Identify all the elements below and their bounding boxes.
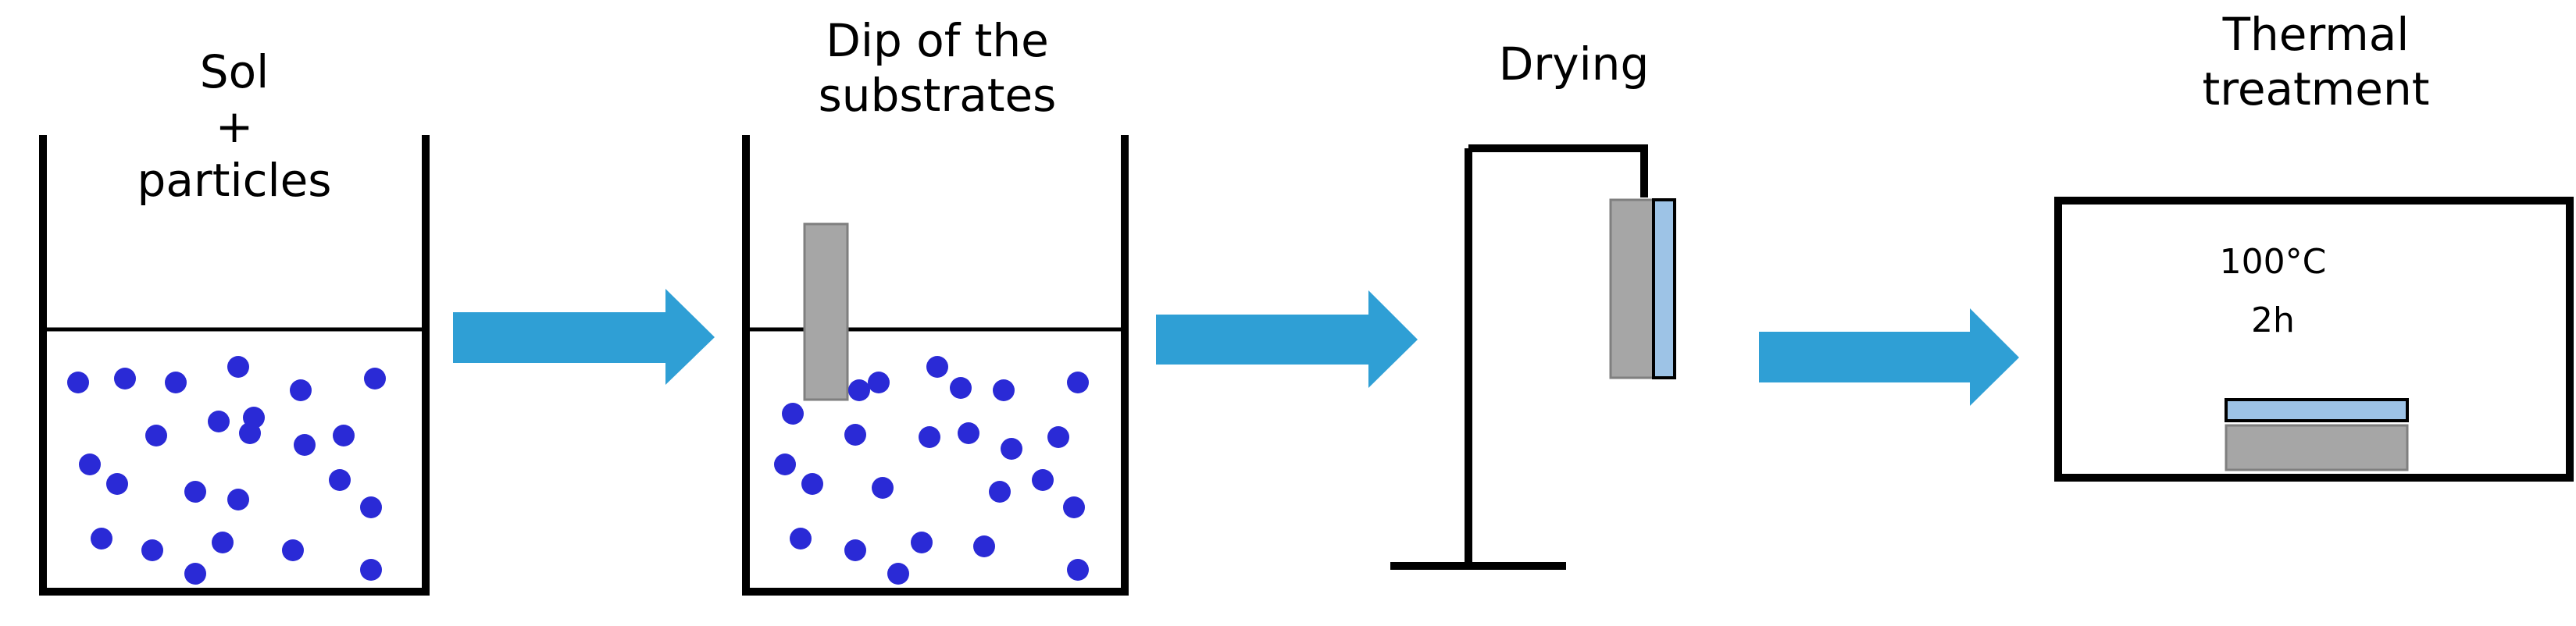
process-arrow-2 <box>1156 290 1418 388</box>
particle <box>67 372 89 393</box>
label-line: treatment <box>2202 62 2430 116</box>
particle <box>364 368 386 389</box>
particle <box>989 481 1011 503</box>
process-arrow-1 <box>453 289 715 385</box>
coating-oven <box>2225 398 2409 422</box>
particle <box>79 453 101 475</box>
step-label-drying: Drying <box>1437 37 1711 92</box>
particle <box>774 453 796 475</box>
particle <box>950 377 972 399</box>
particle <box>227 489 249 510</box>
label-line: particles <box>137 154 332 208</box>
particle <box>165 372 187 393</box>
particle <box>208 411 230 432</box>
particle <box>973 535 995 557</box>
particle <box>227 356 249 378</box>
process-arrow-3 <box>1759 308 2019 406</box>
step-label-sol: Sol + particles <box>78 45 391 208</box>
substrate-drying <box>1609 198 1655 379</box>
step-label-thermal: Thermal treatment <box>2101 8 2531 116</box>
particle <box>872 477 894 499</box>
beaker-sol <box>39 135 430 596</box>
particle <box>360 496 382 518</box>
particle <box>1047 426 1069 448</box>
particle <box>114 368 136 389</box>
label-line: substrates <box>818 68 1057 122</box>
particle <box>926 356 948 378</box>
substrate-dipping <box>803 222 849 401</box>
particle <box>844 539 866 561</box>
particle <box>91 528 112 550</box>
oven-duration: 2h <box>2251 301 2295 340</box>
particle <box>360 559 382 581</box>
particle <box>790 528 812 550</box>
particle <box>141 539 163 561</box>
particle <box>1032 469 1054 491</box>
particle <box>329 469 351 491</box>
particles-dip <box>774 356 1089 585</box>
particle <box>106 473 128 495</box>
substrate-oven <box>2225 424 2409 471</box>
particle <box>848 379 870 401</box>
step-label-dip: Dip of the substrates <box>730 14 1144 123</box>
oven-temperature: 100°C <box>2219 242 2327 282</box>
particle <box>958 422 979 444</box>
particle <box>1063 496 1085 518</box>
particle <box>290 379 312 401</box>
particle <box>184 563 206 585</box>
particle <box>919 426 940 448</box>
label-line: Thermal <box>2222 8 2410 61</box>
particle <box>294 434 316 456</box>
particle <box>1067 559 1089 581</box>
particle <box>911 532 933 553</box>
particle <box>184 481 206 503</box>
particle <box>145 425 167 446</box>
label-line: Drying <box>1498 37 1650 91</box>
particle <box>868 372 890 393</box>
label-line: Dip of the <box>826 14 1049 67</box>
label-line: + <box>215 99 254 153</box>
particle <box>1067 372 1089 393</box>
particle <box>844 424 866 446</box>
particle <box>993 379 1015 401</box>
particle <box>212 532 234 553</box>
drying-stand <box>1390 144 1648 570</box>
oven <box>2054 197 2574 482</box>
particle <box>239 422 261 444</box>
particle <box>333 425 355 446</box>
particle <box>782 403 804 425</box>
particle <box>801 473 823 495</box>
label-line: Sol <box>199 45 269 98</box>
particle <box>887 563 909 585</box>
particle <box>282 539 304 561</box>
particles-sol <box>67 356 386 585</box>
particle <box>1001 438 1022 460</box>
coating-drying <box>1652 198 1676 379</box>
